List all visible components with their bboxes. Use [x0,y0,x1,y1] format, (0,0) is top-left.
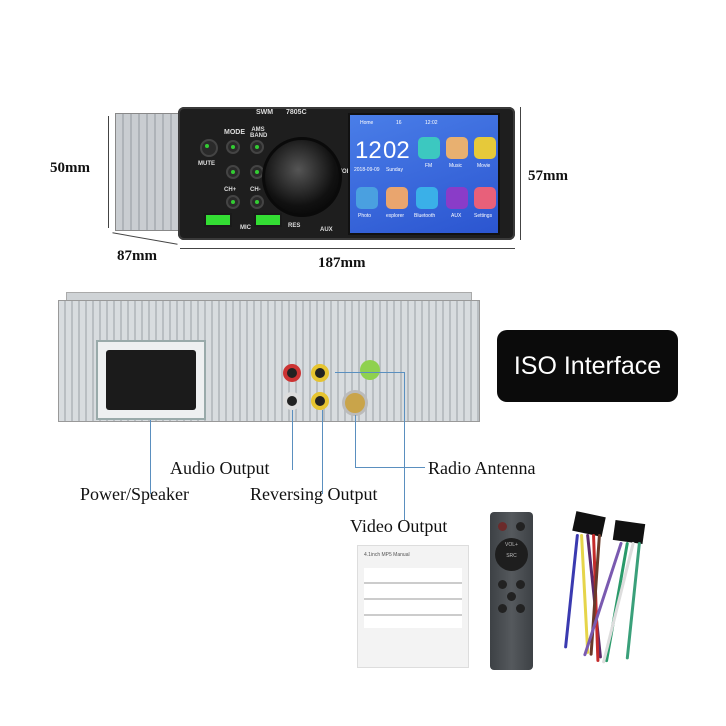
app-label: explorer [386,213,405,219]
app-label: AUX [451,213,462,219]
video-output-label: Video Output [350,516,448,536]
screen-date: 2018-09-09 [354,167,380,173]
band-label: AMS BAND [250,127,268,139]
usb-port-1[interactable] [204,213,232,227]
remote-play-button[interactable] [507,592,516,601]
prev-button[interactable] [226,165,240,179]
remote-button[interactable] [516,604,525,613]
mode-label: MODE [224,129,245,136]
mic-label: MIC [240,225,251,231]
app-label: Music [449,163,463,169]
band-button[interactable] [250,140,264,154]
height-label: 50mm [50,160,90,176]
antenna-socket[interactable] [342,390,368,416]
fm-app-icon[interactable] [418,137,440,159]
callout-line [150,420,151,494]
user-manual: 4.1inch MP5 Manual [357,545,469,668]
movie-app-icon[interactable] [474,137,496,159]
depth-dim-line [112,232,178,245]
power-speaker-label: Power/Speaker [80,484,189,504]
width-dim-line [180,248,515,249]
remote-mute-button[interactable] [516,522,525,531]
screen-height-label: 57mm [528,168,568,184]
audio-out-left-jack[interactable] [283,392,301,410]
manual-title: 4.1inch MP5 Manual [364,552,410,558]
brand-label: SWM [256,109,274,116]
wire [563,533,579,649]
music-app-icon[interactable] [446,137,468,159]
ch-plus-button[interactable] [226,195,240,209]
mute-label: MUTE [198,161,215,167]
width-label: 187mm [318,255,366,271]
screen-height-dim-line [520,107,521,240]
photo-app-icon[interactable] [356,187,378,209]
ch-minus-label: CH- [250,187,261,193]
iso-interface-badge: ISO Interface [497,330,678,402]
remote-dpad[interactable]: VOL+ SRC [495,538,528,571]
height-dim-line [108,116,109,228]
chassis-cage [115,113,181,231]
screen-clock-small: 12:02 [425,120,438,126]
bluetooth-app-icon[interactable] [416,187,438,209]
callout-line [292,410,293,470]
app-label: Bluetooth [414,213,436,219]
usb-port-2[interactable] [254,213,282,227]
reversing-output-label: Reversing Output [250,484,378,504]
callout-line [404,372,405,520]
callout-line [322,410,323,494]
callout-line [355,415,356,467]
app-label: Photo [358,213,372,219]
app-label: Movie [477,163,491,169]
depth-label: 87mm [117,248,157,264]
vol-label: VOL [338,169,351,175]
screen-minute: 02 [383,137,410,164]
rca-jacks [283,360,363,416]
app-label: Settings [474,213,493,219]
remote-control: VOL+ SRC [490,512,533,670]
app-label: FM [425,163,433,169]
iso-connector[interactable] [96,340,206,420]
screen-hour: 12 [355,137,382,164]
video-out-jack[interactable] [311,364,329,382]
aux-label: AUX [320,227,333,233]
mode-button[interactable] [226,140,240,154]
remote-vol-label: VOL+ [505,542,518,548]
res-label: RES [288,223,301,229]
wiring-harness [563,511,660,672]
badge-text: ISO Interface [513,351,662,380]
explorer-app-icon[interactable] [386,187,408,209]
audio-out-right-jack[interactable] [283,364,301,382]
model-label: 7805C [286,109,307,116]
screen-weekday: Sunday [386,167,403,173]
radio-antenna-label: Radio Antenna [428,458,536,478]
audio-output-label: Audio Output [170,458,270,478]
callout-line [355,467,425,468]
harness-plug-2 [612,520,646,544]
remote-button[interactable] [498,580,507,589]
manual-diagrams [364,568,462,628]
touch-screen[interactable]: Home 16 12:02 12 02 2018-09-09 Sunday FM… [348,113,500,235]
power-mute-button[interactable] [200,139,218,157]
settings-app-icon[interactable] [474,187,496,209]
reversing-in-jack[interactable] [311,392,329,410]
ground-tag [360,360,380,380]
ch-minus-button[interactable] [250,195,264,209]
callout-line [335,372,405,373]
screen-home-label: Home [360,120,374,126]
remote-button[interactable] [516,580,525,589]
aux-app-icon[interactable] [446,187,468,209]
remote-src-label: SRC [506,553,517,559]
ch-plus-label: CH+ [224,187,237,193]
screen-volume: 16 [396,120,402,126]
remote-power-button[interactable] [498,522,507,531]
volume-knob[interactable] [262,137,342,217]
remote-button[interactable] [498,604,507,613]
